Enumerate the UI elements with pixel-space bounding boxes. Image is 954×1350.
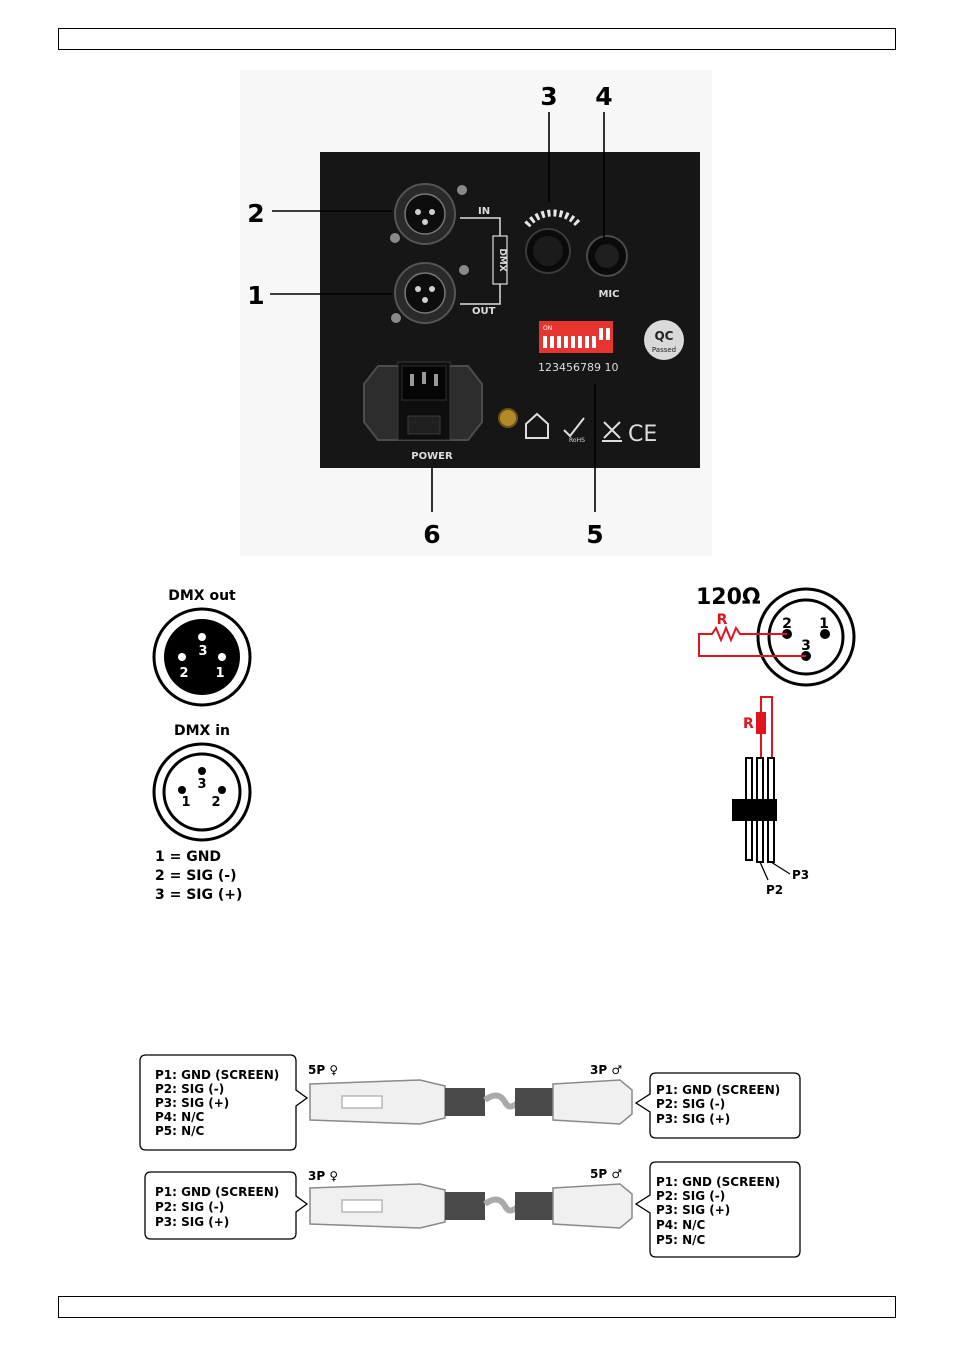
dmx-in-title: DMX in <box>174 723 230 739</box>
adapter-1-left-pin-1: P1: GND (SCREEN) <box>155 1068 279 1082</box>
qc-passed-label: Passed <box>652 346 676 354</box>
rohs-label: RoHS <box>569 437 585 444</box>
out-label: OUT <box>472 306 496 317</box>
terminator-plug-diagram: R P2 P3 <box>732 696 809 897</box>
ce-label: CE <box>628 422 657 447</box>
dmx-out-title: DMX out <box>168 588 236 604</box>
callout-6: 6 <box>423 520 440 549</box>
terminator-resistor-wire <box>698 625 806 657</box>
sensitivity-knob <box>524 209 581 274</box>
dmx-in-pin-1: 1 <box>181 795 190 810</box>
adapter-1-left-pin-3: P3: SIG (+) <box>155 1096 229 1110</box>
adapter-1-left-tag: 5P ♀ <box>308 1063 338 1077</box>
adapter-2-left-pin-3: P3: SIG (+) <box>155 1215 229 1229</box>
adapter-2-left-pin-2: P2: SIG (-) <box>155 1200 224 1214</box>
terminator-title: 120Ω <box>696 585 761 610</box>
power-inlet <box>363 361 483 441</box>
plug-resistor-label: R <box>743 716 754 732</box>
callout-2: 2 <box>247 199 264 228</box>
microphone <box>586 235 628 277</box>
page-footer-box <box>58 1296 896 1318</box>
terminator-resistor-label: R <box>717 612 728 628</box>
callout-leaders <box>270 112 605 512</box>
adapter-2-right-callout <box>634 1161 801 1258</box>
adapter-cable-2: P1: GND (SCREEN) P2: SIG (-) P3: SIG (+)… <box>144 1161 801 1258</box>
adapter-1-left-pin-4: P4: N/C <box>155 1110 205 1124</box>
qc-label: QC <box>654 329 673 343</box>
adapter-2-right-pin-2: P2: SIG (-) <box>656 1189 725 1203</box>
rear-panel-figure: DMX IN OUT MIC ON 123456789 10 <box>240 70 712 556</box>
page-header-box <box>58 28 896 50</box>
adapter-1-right-pin-1: P1: GND (SCREEN) <box>656 1083 780 1097</box>
dip-on-label: ON <box>543 325 552 332</box>
power-label: POWER <box>411 451 453 462</box>
adapter-1-right-pin-2: P2: SIG (-) <box>656 1097 725 1111</box>
terminator-pin-1: 1 <box>819 616 829 632</box>
plug-p2-label: P2 <box>766 883 783 897</box>
adapter-1-left-pin-2: P2: SIG (-) <box>155 1082 224 1096</box>
adapter-1-right-pin-3: P3: SIG (+) <box>656 1112 730 1126</box>
adapter-2-right-pin-4: P4: N/C <box>656 1218 706 1232</box>
adapter-2-right-tag: 5P ♂ <box>590 1167 622 1181</box>
dmx-bracket-label: DMX <box>497 248 507 271</box>
dip-numbers: 123456789 10 <box>538 361 618 374</box>
callout-4: 4 <box>595 82 612 111</box>
adapter-2-right-pin-5: P5: N/C <box>656 1233 706 1247</box>
adapter-1-right-tag: 3P ♂ <box>590 1063 622 1077</box>
mic-label: MIC <box>598 289 619 300</box>
adapter-2-left-tag: 3P ♀ <box>308 1169 338 1183</box>
indoor-use-icon <box>525 412 549 439</box>
pin-legend-3: 3 = SIG (+) <box>155 887 242 903</box>
dmx-in-pin-3: 3 <box>197 777 206 792</box>
dmx-out-diagram: DMX out 3 2 1 <box>152 588 252 707</box>
compliance-icons <box>525 412 622 442</box>
pin-legend: 1 = GND 2 = SIG (-) 3 = SIG (+) <box>155 849 242 903</box>
dmx-in-connector <box>390 183 467 245</box>
callout-5: 5 <box>586 520 603 549</box>
in-label: IN <box>478 206 490 217</box>
pin-legend-1: 1 = GND <box>155 849 221 865</box>
ground-screw <box>498 408 518 428</box>
adapter-cable-1: P1: GND (SCREEN) P2: SIG (-) P3: SIG (+)… <box>139 1054 801 1151</box>
dmx-out-connector <box>391 262 469 324</box>
adapter-2-left-callout <box>144 1171 309 1240</box>
dmx-out-pin-1: 1 <box>215 666 224 681</box>
dmx-out-pin-3: 3 <box>198 644 207 659</box>
terminator-pin-2: 2 <box>782 616 792 632</box>
adapter-1-left-callout <box>139 1054 309 1151</box>
dmx-in-diagram: DMX in 3 1 2 <box>152 723 252 842</box>
qc-passed-badge: QC Passed <box>644 320 684 360</box>
terminator-diagram: 120Ω 2 1 3 R <box>696 585 856 687</box>
plug-p3-label: P3 <box>792 868 809 882</box>
callout-1: 1 <box>247 281 264 310</box>
callout-3: 3 <box>540 82 557 111</box>
dmx-in-pin-2: 2 <box>211 795 220 810</box>
adapter-1-right-callout <box>634 1072 801 1139</box>
adapter-2-right-pin-3: P3: SIG (+) <box>656 1203 730 1217</box>
dmx-out-pin-2: 2 <box>179 666 188 681</box>
terminator-pin-3: 3 <box>801 638 811 654</box>
dip-switch: ON <box>539 321 613 353</box>
adapter-2-right-pin-1: P1: GND (SCREEN) <box>656 1175 780 1189</box>
adapter-2-left-pin-1: P1: GND (SCREEN) <box>155 1185 279 1199</box>
adapter-1-left-pin-5: P5: N/C <box>155 1124 205 1138</box>
pin-legend-2: 2 = SIG (-) <box>155 868 236 884</box>
plug-clamp <box>732 799 777 821</box>
